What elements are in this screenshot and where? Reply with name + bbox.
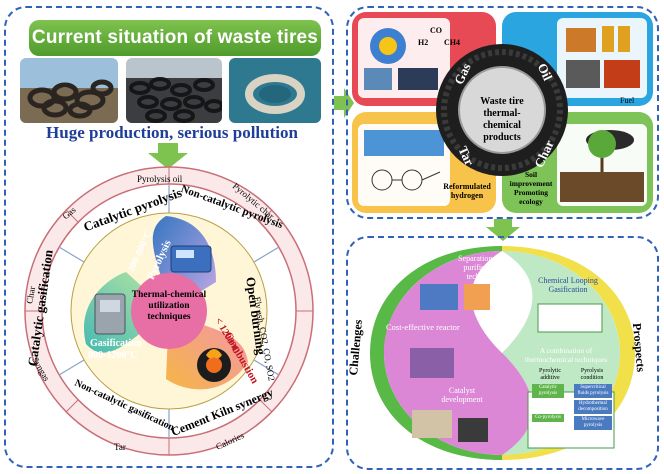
fuel-label: Fuel [620, 96, 635, 105]
gasification-temp: 800-1200°C [88, 350, 138, 361]
reformulated-hydrogen-label: Reformulated hydrogen [443, 182, 491, 200]
chem-co: CO [430, 26, 442, 35]
outer-label-pyrolysis-oil: Pyrolysis oil [137, 174, 183, 184]
chem-ch4: CH4 [444, 38, 460, 47]
down-arrow-icon [148, 143, 188, 169]
future-panel [346, 236, 659, 470]
technique-box-supercritical: Supercritical fluids pyrolysis [574, 384, 612, 398]
technique-box-microwave: Microwave pyrolysis [574, 416, 612, 430]
separation-label: Separation and purification technique [458, 254, 506, 281]
down-arrow-future-icon [486, 219, 520, 241]
tire-pile-photo [126, 58, 222, 123]
pyrolysis-condition-label: Pyrolysis condition [580, 368, 604, 381]
current-situation-caption: Huge production, serious pollution [46, 123, 298, 142]
products-quadrants [352, 12, 653, 213]
tire-dump-photo [20, 58, 118, 123]
products-panel [346, 6, 659, 219]
technique-box-co-pyrolysis: Co-pyrolysis [532, 414, 564, 422]
technique-box-hydrothermal: Hydrothermal decomposition [574, 400, 612, 414]
combination-label: A combination of thermochemical techniqu… [524, 346, 608, 364]
looping-label: Chemical Looping Gasification [538, 276, 598, 294]
products-center-label: Waste tire thermal-chemical products [480, 96, 524, 143]
technique-box-catalytic: Catalytic pyrolysis [532, 384, 564, 398]
gasification-label: Gasification [90, 338, 142, 349]
current-situation-panel [4, 6, 334, 468]
outer-label-tar: Tar [114, 442, 126, 452]
soil-improvement-label: Soil improvement Promoting ecology [509, 170, 553, 206]
pyrolytic-additive-label: Pyrolytic additive [539, 368, 561, 381]
reactor-label: Cost-effective reactor [386, 322, 460, 332]
chem-h2: H2 [418, 38, 429, 47]
right-arrow-icon [334, 88, 354, 118]
catalyst-label: Catalyst development [441, 386, 483, 404]
tire-in-water-photo [229, 58, 321, 123]
current-situation-title: Current situation of waste tires [29, 20, 321, 56]
thermal-chemical-wheel [24, 166, 314, 456]
wheel-center-label: Thermal-chemical utilization techniques [131, 290, 207, 322]
